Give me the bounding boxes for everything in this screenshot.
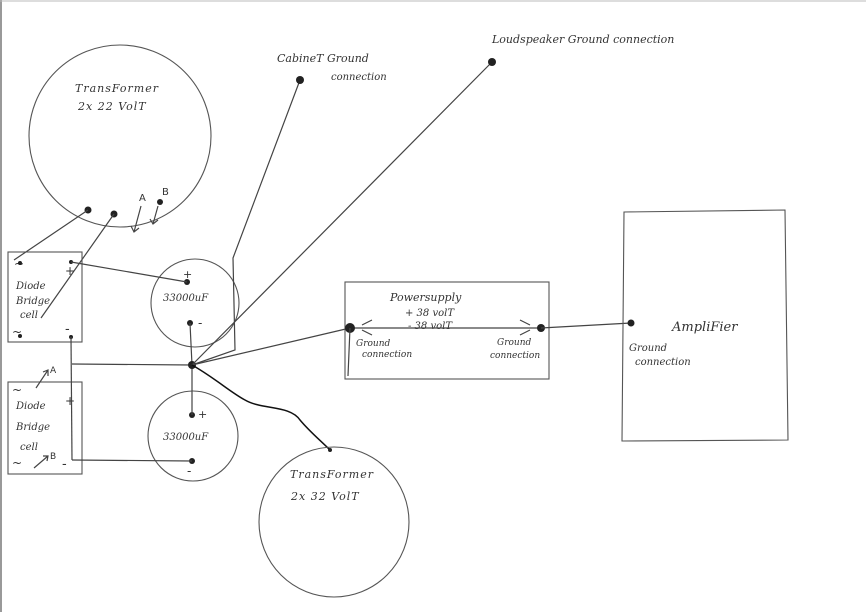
wire-bridge-bottom-minus-to-cap bbox=[71, 459, 193, 462]
power-supply-left-edge-stub bbox=[347, 327, 351, 377]
amplifier-outline bbox=[621, 209, 789, 442]
transformer-bottom-outline bbox=[258, 446, 410, 598]
diode-bridge-bottom-tap-b: B bbox=[50, 452, 56, 462]
wire-bridge-top-plus-to-cap bbox=[70, 261, 188, 283]
diode-bridge-bottom-line1: Diode bbox=[15, 401, 46, 412]
transformer-top-tap-b: B bbox=[162, 187, 169, 198]
cabinet-ground-label-2: connection bbox=[331, 72, 387, 83]
amplifier-title: AmpliFier bbox=[671, 320, 738, 335]
wire-to-cabinet-ground bbox=[191, 79, 301, 366]
power-supply: Powersupply + 38 volT - 38 volT Ground c… bbox=[344, 281, 550, 380]
capacitor-bottom-outline bbox=[147, 390, 239, 482]
diode-bridge-bottom-line2: Bridge bbox=[15, 422, 50, 433]
amplifier: AmpliFier Ground connection bbox=[621, 209, 789, 442]
power-supply-ground-right-1: Ground bbox=[497, 338, 532, 348]
transformer-top-outline bbox=[28, 44, 212, 228]
transformer-top-rating: 2x 22 VolT bbox=[77, 100, 147, 113]
loudspeaker-ground-terminal bbox=[488, 58, 496, 66]
diode-bridge-top: Diode Bridge cell + - ~ ~ bbox=[7, 251, 83, 343]
transformer-top-tap-a: A bbox=[139, 193, 146, 204]
diode-bridge-bottom-tap-a: A bbox=[50, 366, 57, 376]
diode-bridge-bottom-ac2: ~ bbox=[12, 456, 22, 470]
power-supply-ground-left-2: connection bbox=[362, 350, 412, 360]
ground-right-arrow-icon bbox=[519, 319, 531, 336]
bottom-tap-a-arrow-icon bbox=[35, 369, 49, 389]
transformer-bottom: TransFormer 2x 32 VolT bbox=[258, 446, 410, 598]
cabinet-ground-terminal bbox=[296, 76, 304, 84]
amplifier-ground-1: Ground bbox=[629, 343, 667, 354]
transformer-bottom-title: TransFormer bbox=[290, 468, 374, 481]
capacitor-top-minus: - bbox=[198, 316, 202, 330]
diode-bridge-bottom: Diode Bridge cell + - ~ ~ A B bbox=[7, 366, 83, 475]
wire-transformer-to-bridge-ac2 bbox=[40, 213, 115, 319]
amplifier-ground-2: connection bbox=[635, 357, 691, 368]
power-supply-negative: - 38 volT bbox=[408, 321, 453, 332]
diode-bridge-top-line1: Diode bbox=[15, 281, 46, 292]
transformer-bottom-terminal bbox=[328, 448, 332, 452]
transformer-top-terminal-b bbox=[157, 199, 163, 205]
loudspeaker-ground-label: Loudspeaker Ground connection bbox=[491, 33, 674, 46]
power-supply-ground-right-2: connection bbox=[490, 351, 540, 361]
diode-bridge-top-ac2-dot bbox=[18, 334, 22, 338]
diode-bridge-bottom-plus: + bbox=[65, 394, 75, 408]
capacitor-bottom-minus: - bbox=[187, 464, 191, 478]
wire-power-supply-to-amplifier bbox=[540, 322, 632, 329]
power-supply-ground-left-1: Ground bbox=[356, 339, 391, 349]
power-supply-title: Powersupply bbox=[389, 291, 462, 304]
tap-a-arrow-icon bbox=[130, 205, 142, 233]
transformer-top: TransFormer 2x 22 VolT A B bbox=[28, 44, 212, 233]
capacitor-top-value: 33000uF bbox=[163, 293, 209, 304]
power-supply-outline bbox=[344, 281, 550, 380]
wire-bridge-to-star-ground bbox=[71, 363, 193, 366]
capacitor-bottom-value: 33000uF bbox=[163, 432, 209, 443]
diode-bridge-bottom-minus: - bbox=[62, 457, 67, 472]
diode-bridge-top-ac2: ~ bbox=[12, 325, 22, 339]
wire-bridge-top-minus-to-bridge-bottom bbox=[70, 336, 73, 461]
tap-b-arrow-icon bbox=[149, 205, 159, 225]
capacitor-top: + - 33000uF bbox=[150, 258, 240, 348]
cabinet-ground-label-1: CabineT Ground bbox=[277, 52, 369, 65]
loudspeaker-ground: Loudspeaker Ground connection bbox=[488, 33, 674, 66]
diode-bridge-bottom-ac1: ~ bbox=[12, 383, 22, 397]
capacitor-bottom: + - 33000uF bbox=[147, 390, 239, 482]
cabinet-ground: CabineT Ground connection bbox=[277, 52, 387, 84]
transformer-top-title: TransFormer bbox=[75, 82, 159, 95]
power-supply-positive: + 38 volT bbox=[405, 308, 455, 319]
amplifier-ground-terminal bbox=[627, 319, 635, 327]
diode-bridge-top-ac1-dot bbox=[18, 261, 22, 265]
bottom-tap-b-arrow-icon bbox=[33, 455, 49, 469]
diode-bridge-top-line2: Bridge bbox=[15, 296, 50, 307]
wire-to-loudspeaker-ground bbox=[191, 61, 493, 366]
capacitor-bottom-plus: + bbox=[198, 408, 207, 421]
diode-bridge-bottom-line3: cell bbox=[20, 442, 38, 453]
diode-bridge-top-line3: cell bbox=[20, 310, 38, 321]
diode-bridge-top-outline bbox=[7, 251, 83, 343]
transformer-bottom-rating: 2x 32 VolT bbox=[290, 490, 360, 503]
diode-bridge-bottom-outline bbox=[7, 381, 83, 475]
diode-bridge-top-plus: + bbox=[65, 264, 75, 278]
capacitor-top-plus: + bbox=[183, 268, 192, 281]
wire-to-bottom-transformer bbox=[191, 364, 331, 451]
wire-to-power-supply-ground bbox=[191, 327, 351, 366]
wire-caps-to-star-ground bbox=[189, 322, 193, 415]
ground-left-arrow-icon bbox=[361, 319, 373, 336]
capacitor-top-outline bbox=[150, 258, 240, 348]
diode-bridge-top-minus: - bbox=[65, 322, 70, 337]
